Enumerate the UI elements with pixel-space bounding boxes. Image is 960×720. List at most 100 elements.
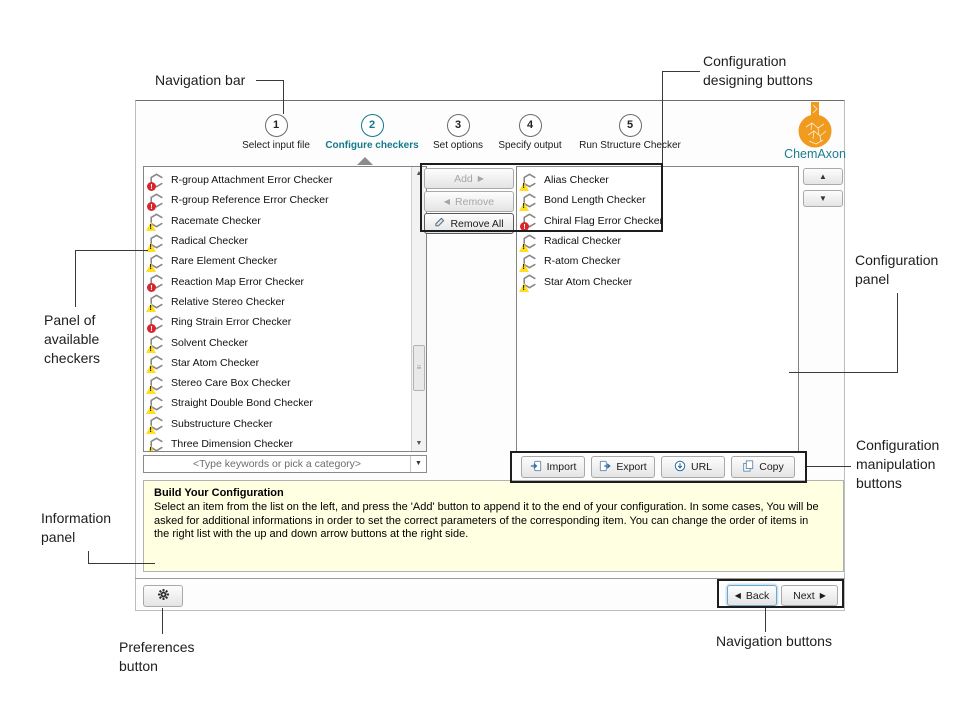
annotation-line (162, 608, 163, 634)
checker-row[interactable]: Rare Element Checker (144, 251, 411, 272)
checker-row[interactable]: Solvent Checker (144, 332, 411, 354)
checker-hexagon-icon (147, 315, 164, 333)
checker-row[interactable]: Three Dimension Checker (144, 434, 411, 451)
combo-dropdown-icon[interactable]: ▼ (410, 456, 426, 472)
checker-row[interactable]: Star Atom Checker (517, 271, 798, 293)
checker-row[interactable]: R-atom Checker (517, 251, 798, 272)
preferences-button[interactable] (143, 585, 183, 607)
step-label: Select input file (242, 140, 310, 151)
checker-name: Chiral Flag Error Checker (544, 214, 664, 227)
url-download-icon (674, 460, 686, 475)
annotation-navigation-bar: Navigation bar (155, 72, 246, 88)
checker-row[interactable]: Stereo Care Box Checker (144, 373, 411, 394)
copy-button[interactable]: Copy (731, 456, 795, 478)
checker-row[interactable]: Chiral Flag Error Checker (517, 211, 798, 232)
checker-name: R-group Reference Error Checker (171, 194, 329, 207)
chemaxon-logo-text: ChemAxon (784, 147, 846, 161)
warning-badge-icon (146, 344, 156, 354)
configuration-panel: Alias CheckerBond Length CheckerChiral F… (516, 166, 799, 452)
checker-row[interactable]: Star Atom Checker (144, 353, 411, 374)
scrollbar-thumb[interactable]: ≡ (413, 345, 425, 391)
checker-hexagon-icon (146, 355, 164, 374)
checker-hexagon-icon (146, 396, 164, 414)
active-step-pointer-icon (357, 157, 373, 165)
error-badge-icon (520, 222, 529, 232)
annotation-line (765, 608, 766, 632)
annotation-line (88, 551, 89, 564)
checker-row[interactable]: Radical Checker (517, 231, 798, 252)
checker-hexagon-icon (146, 376, 164, 394)
checker-row[interactable]: Straight Double Bond Checker (144, 393, 411, 414)
add-button[interactable]: Add▶ (424, 168, 514, 189)
category-filter-combobox[interactable]: <Type keywords or pick a category> ▼ (143, 455, 427, 473)
checker-row[interactable]: R-group Reference Error Checker (144, 190, 411, 211)
step-label: Run Structure Checker (579, 140, 681, 151)
checker-name: R-atom Checker (544, 255, 621, 268)
warning-badge-icon (146, 425, 156, 435)
checker-name: Three Dimension Checker (171, 438, 293, 450)
step-number: 3 (446, 114, 470, 137)
annotation-information-panel: Information panel (41, 510, 112, 545)
available-list-scrollbar[interactable]: ▲ ≡ ▼ (411, 167, 426, 451)
checker-hexagon-icon (146, 436, 164, 451)
warning-badge-icon (146, 222, 156, 232)
checker-name: R-group Attachment Error Checker (171, 174, 333, 187)
remove-all-button[interactable]: Remove All (424, 213, 514, 234)
available-checkers-panel: R-group Attachment Error CheckerR-group … (143, 166, 427, 452)
chemaxon-flask-logo-icon (796, 101, 834, 154)
checker-row[interactable]: R-group Attachment Error Checker (144, 170, 411, 191)
checker-name: Rare Element Checker (171, 255, 278, 268)
checker-row[interactable]: Bond Length Checker (517, 190, 798, 211)
error-badge-icon (147, 323, 156, 333)
warning-badge-icon (146, 303, 156, 313)
remove-button[interactable]: ◀Remove (424, 191, 514, 212)
annotation-line (88, 563, 155, 564)
annotation-manipulation-buttons: Configuration manipulation buttons (856, 437, 940, 491)
checker-name: Reaction Map Error Checker (171, 275, 305, 288)
checker-row[interactable]: Radical Checker (144, 231, 411, 252)
step-number: 4 (518, 114, 542, 137)
checker-name: Bond Length Checker (544, 194, 646, 207)
move-down-button[interactable]: ▼ (803, 190, 843, 207)
checker-row[interactable]: Reaction Map Error Checker (144, 271, 411, 293)
warning-badge-icon (146, 262, 156, 272)
export-icon (599, 460, 612, 475)
checker-name: Substructure Checker (171, 417, 273, 430)
annotation-configuration-panel: Configuration panel (855, 252, 939, 287)
export-button[interactable]: Export (591, 456, 655, 478)
info-title: Build Your Configuration (154, 487, 284, 499)
bottom-separator (135, 578, 845, 579)
checker-hexagon-icon (146, 294, 164, 313)
import-button[interactable]: Import (521, 456, 585, 478)
warning-badge-icon (146, 384, 156, 394)
checker-name: Radical Checker (171, 235, 249, 248)
scroll-up-icon[interactable]: ▲ (415, 170, 423, 177)
url-button[interactable]: URL (661, 456, 725, 478)
checker-row[interactable]: Substructure Checker (144, 414, 411, 435)
checker-row[interactable]: Racemate Checker (144, 211, 411, 232)
checker-hexagon-icon (519, 234, 537, 252)
checker-name: Solvent Checker (171, 336, 249, 349)
checker-hexagon-icon (519, 173, 537, 191)
move-up-button[interactable]: ▲ (803, 168, 843, 185)
next-button[interactable]: Next▶ (781, 585, 838, 606)
checker-hexagon-icon (146, 335, 164, 354)
up-arrow-icon: ▲ (819, 172, 827, 181)
step-label: Configure checkers (325, 140, 419, 151)
checker-row[interactable]: Ring Strain Error Checker (144, 312, 411, 333)
checker-name: Relative Stereo Checker (171, 295, 285, 308)
checker-row[interactable]: Alias Checker (517, 170, 798, 191)
scroll-down-icon[interactable]: ▼ (415, 440, 423, 447)
checker-row[interactable]: Relative Stereo Checker (144, 292, 411, 313)
back-button[interactable]: ◀Back (727, 585, 777, 606)
error-badge-icon (147, 283, 156, 293)
step-number: 5 (618, 114, 642, 137)
info-body: Select an item from the list on the left… (154, 501, 819, 540)
information-panel: Build Your Configuration Select an item … (143, 480, 844, 572)
checker-hexagon-icon (147, 274, 164, 293)
